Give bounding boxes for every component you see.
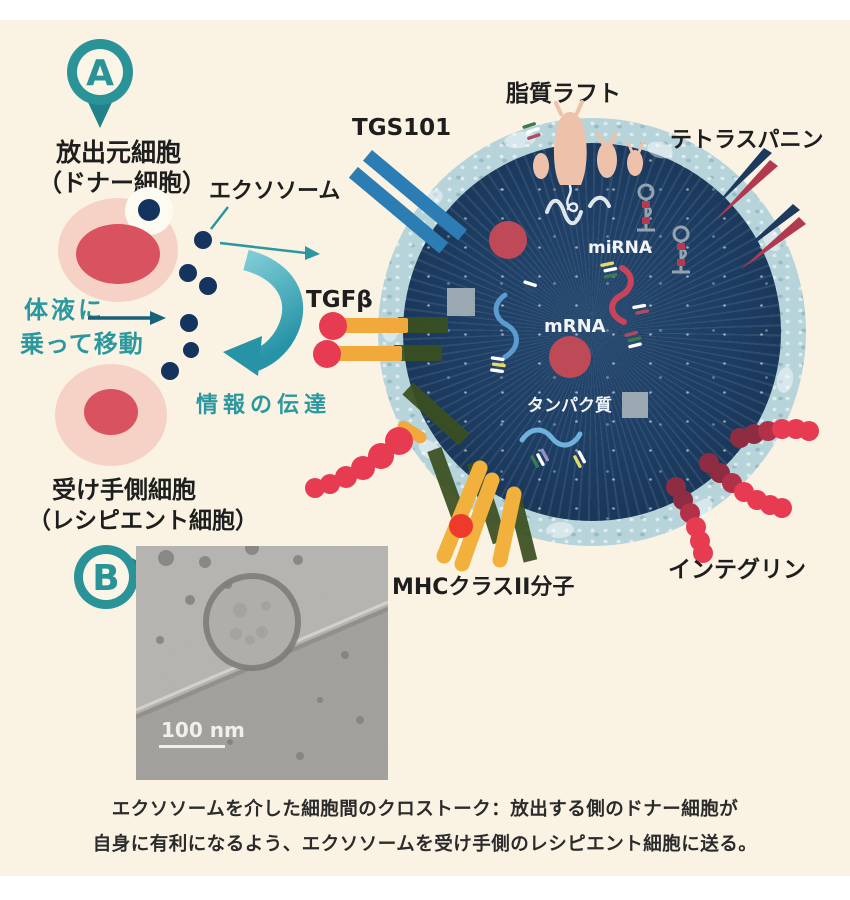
exosome-label: エクソソーム (209, 179, 340, 204)
bottom-white-strip (0, 876, 850, 900)
caption-line2: 自身に有利になるよう、エクソソームを受け手側のレシピエント細胞に送る。 (92, 834, 758, 855)
lipid-raft-protein (533, 100, 645, 213)
donor-label-line2: （ドナー細胞） (38, 169, 206, 197)
donor-cell (58, 187, 178, 302)
fluid-label-line2: 乗って移動 (20, 330, 144, 358)
fluid-arrow (88, 311, 166, 325)
blue-rna-strands (493, 265, 634, 448)
integrin-left-chain (305, 420, 427, 498)
lipid-raft-label: 脂質ラフト (506, 81, 621, 107)
recipient-label-line1: 受け手側細胞 (52, 476, 196, 504)
protein-label: タンパク質 (527, 395, 612, 416)
fluid-label-line1: 体液に (24, 296, 105, 324)
tetraspanin-label: テトラスパニン (670, 128, 824, 153)
em-scale-bar (159, 745, 225, 748)
marker-a-letter: A (86, 53, 114, 94)
recipient-label-line2: （レシピエント細胞） (28, 507, 258, 534)
integrin-chain-upper (730, 419, 819, 448)
interior-gray-squares (447, 288, 648, 418)
tgs101-protein (348, 150, 467, 254)
mrna-label: mRNA (544, 316, 606, 337)
tgfb-label: TGFβ (306, 287, 373, 313)
mhc-class2-label: MHCクラスII分子 (392, 575, 574, 600)
released-exosome-dots (161, 231, 217, 380)
rna-fragment-dashes (490, 122, 650, 468)
integrin-chain-lower (666, 477, 713, 563)
exosome-pointer-arrows (210, 206, 320, 260)
em-scale-bar-label: 100 nm (161, 718, 245, 742)
tgfb-protein (313, 312, 448, 368)
mirna-label: miRNA (588, 238, 653, 258)
caption-line1: エクソソームを介した細胞間のクロストーク：放出する側のドナー細胞が (111, 799, 739, 820)
transfer-label: 情報の伝達 (196, 392, 331, 418)
tetraspanin-spikes (710, 148, 806, 270)
em-micrograph: 100 nm (136, 546, 388, 780)
top-white-strip (0, 0, 850, 20)
marker-b-letter: B (92, 558, 119, 599)
integrin-right-chains (666, 419, 819, 563)
recipient-cell (55, 364, 167, 466)
figure-caption: エクソソームを介した細胞間のクロストーク：放出する側のドナー細胞が 自身に有利に… (0, 792, 850, 862)
donor-label-line1: 放出元細胞 (55, 138, 181, 167)
marker-a: A (67, 39, 133, 128)
integrin-label: インテグリン (668, 556, 806, 583)
tgs101-label: TGS101 (352, 115, 451, 141)
interior-protein-circles (489, 221, 591, 378)
mhc-class2-protein (436, 460, 522, 572)
transfer-swoosh-arrow (223, 249, 304, 376)
white-rna-squiggles (545, 195, 611, 226)
integrin-chain-middle (699, 453, 792, 518)
tetraspanin-intracellular-keys (637, 183, 690, 274)
